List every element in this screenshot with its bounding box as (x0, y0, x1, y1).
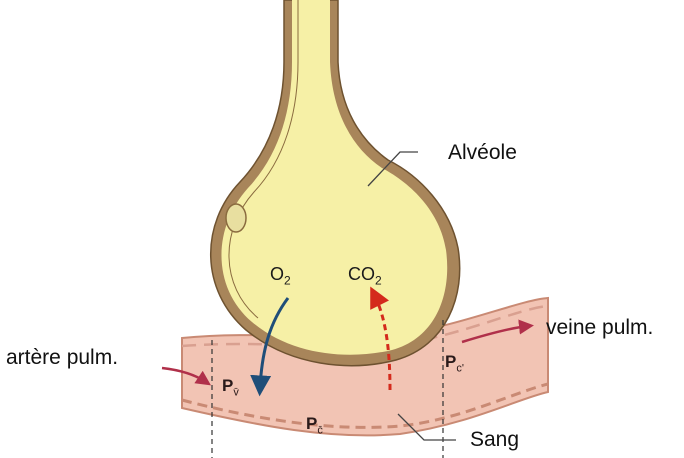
alveolar-cell (226, 204, 246, 232)
pc-pressure-label: Pc̄ (306, 414, 323, 436)
co2-label: CO2 (348, 264, 382, 288)
sang-label: Sang (470, 428, 519, 452)
pv-pressure-label: Pv̄ (222, 376, 239, 398)
pc-prime-pressure-label: Pc' (445, 352, 464, 374)
alveole-label: Alvéole (448, 141, 517, 165)
veine-pulm-label: veine pulm. (546, 316, 653, 340)
artere-pulm-label: artère pulm. (6, 346, 118, 370)
o2-label: O2 (270, 264, 291, 288)
